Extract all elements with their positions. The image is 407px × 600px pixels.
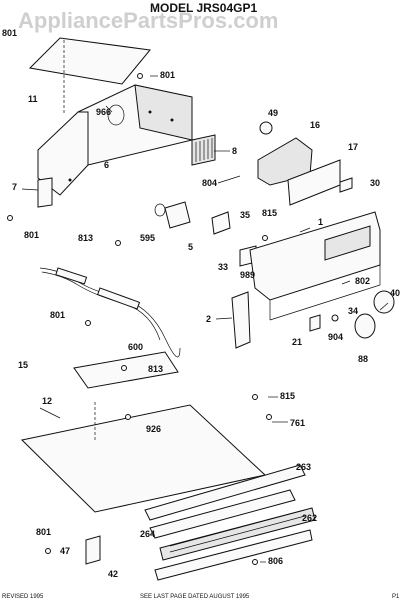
footer-right: P1 bbox=[392, 594, 400, 600]
callout: 16 bbox=[310, 120, 320, 130]
callout: 42 bbox=[108, 569, 118, 579]
callout: 815 bbox=[262, 208, 277, 218]
vent-strip-262 bbox=[159, 507, 316, 561]
callout: 30 bbox=[370, 178, 380, 188]
callout: 15 bbox=[18, 360, 28, 370]
trim-strip-263 bbox=[144, 464, 306, 521]
callout: 264 bbox=[140, 529, 155, 539]
watermark: AppliancePartsPros.com bbox=[18, 8, 278, 33]
bracket-42 bbox=[85, 535, 101, 565]
callout: 600 bbox=[128, 342, 143, 352]
callout: 815 bbox=[280, 391, 295, 401]
control-housing bbox=[37, 84, 193, 196]
callout: 2 bbox=[206, 314, 211, 324]
callout: 262 bbox=[302, 513, 317, 523]
callout: 801 bbox=[36, 527, 51, 537]
callout: 1 bbox=[318, 217, 323, 227]
callout: 801 bbox=[24, 230, 39, 240]
part-30 bbox=[339, 177, 353, 193]
callout: 801 bbox=[50, 310, 65, 320]
callout: 761 bbox=[290, 418, 305, 428]
callout: 7 bbox=[12, 182, 17, 192]
callout: 40 bbox=[390, 288, 400, 298]
callout: 802 bbox=[355, 276, 370, 286]
callout: 904 bbox=[328, 332, 343, 342]
front-control-panel bbox=[249, 211, 381, 321]
callout: 801 bbox=[2, 28, 17, 38]
callout: 21 bbox=[292, 337, 302, 347]
footer-left: REVISED 1995 bbox=[2, 594, 44, 600]
callout: 595 bbox=[140, 233, 155, 243]
callout: 47 bbox=[60, 546, 70, 556]
callout: 8 bbox=[232, 146, 237, 156]
part-904 bbox=[331, 314, 339, 322]
callout: 6 bbox=[104, 160, 109, 170]
callout: 33 bbox=[218, 262, 228, 272]
callout: 926 bbox=[146, 424, 161, 434]
callout: 813 bbox=[78, 233, 93, 243]
callout: 11 bbox=[28, 94, 38, 104]
diagram-title: MODEL JRS04GP1 bbox=[150, 1, 257, 15]
knob-88 bbox=[354, 313, 376, 339]
knob-40 bbox=[373, 290, 395, 314]
callout: 34 bbox=[348, 306, 358, 316]
screws bbox=[7, 73, 272, 565]
callout: 35 bbox=[240, 210, 250, 220]
switch-35 bbox=[211, 211, 231, 235]
side-bracket bbox=[37, 177, 53, 208]
callout: 17 bbox=[348, 142, 358, 152]
knob-49 bbox=[259, 121, 273, 135]
top-cover-panel bbox=[28, 37, 151, 85]
timer-assembly bbox=[154, 201, 191, 229]
callout-labels: 801 11 966 801 6 8 49 16 17 804 30 7 35 … bbox=[2, 28, 400, 579]
part-21 bbox=[309, 314, 321, 332]
callout: 804 bbox=[202, 178, 217, 188]
leader-lines bbox=[21, 75, 389, 563]
footer-center: SEE LAST PAGE DATED AUGUST 1995 bbox=[140, 594, 250, 600]
bottom-strip bbox=[154, 529, 313, 581]
end-cap bbox=[231, 291, 251, 349]
trim-strip-264 bbox=[149, 489, 296, 539]
callout: 966 bbox=[96, 107, 111, 117]
vent-grille bbox=[191, 134, 216, 166]
callout: 801 bbox=[160, 70, 175, 80]
callout: 263 bbox=[296, 462, 311, 472]
callout: 5 bbox=[188, 242, 193, 252]
callout: 989 bbox=[240, 270, 255, 280]
callout: 806 bbox=[268, 556, 283, 566]
callout: 813 bbox=[148, 364, 163, 374]
callout: 12 bbox=[42, 396, 52, 406]
wiring-harness bbox=[39, 267, 181, 358]
callout: 49 bbox=[268, 108, 278, 118]
callout: 88 bbox=[358, 354, 368, 364]
